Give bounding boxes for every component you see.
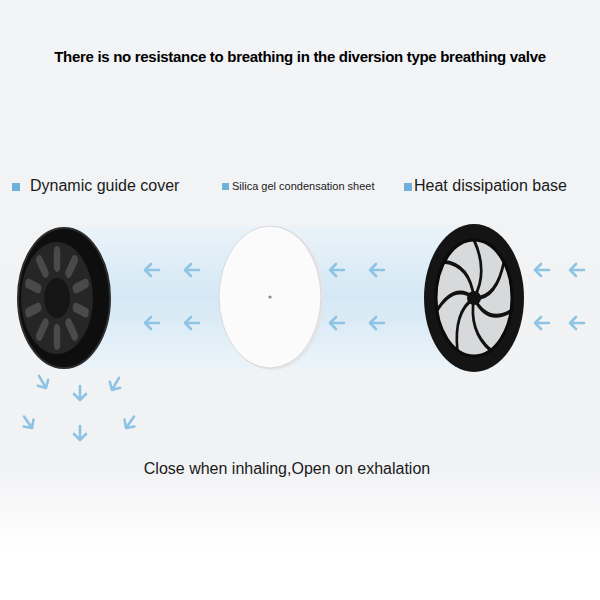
airflow-tube: [62, 226, 474, 368]
background: [0, 0, 600, 548]
title: There is no resistance to breathing in t…: [8, 48, 592, 65]
part-label: Silica gel condensation sheet: [232, 180, 374, 192]
heat-base: [424, 224, 524, 372]
bullet-square: [12, 183, 20, 191]
guide-cover: [18, 228, 110, 368]
background-strip: [0, 548, 600, 600]
exhaust-arrows: [19, 373, 139, 440]
part-label: Dynamic guide cover: [30, 177, 179, 195]
caption: Close when inhaling,Open on exhalation: [0, 460, 574, 478]
part-label: Heat dissipation base: [414, 177, 567, 195]
bullet-square: [222, 183, 229, 190]
bullet-square: [404, 183, 412, 191]
silica-disc: [219, 226, 324, 370]
